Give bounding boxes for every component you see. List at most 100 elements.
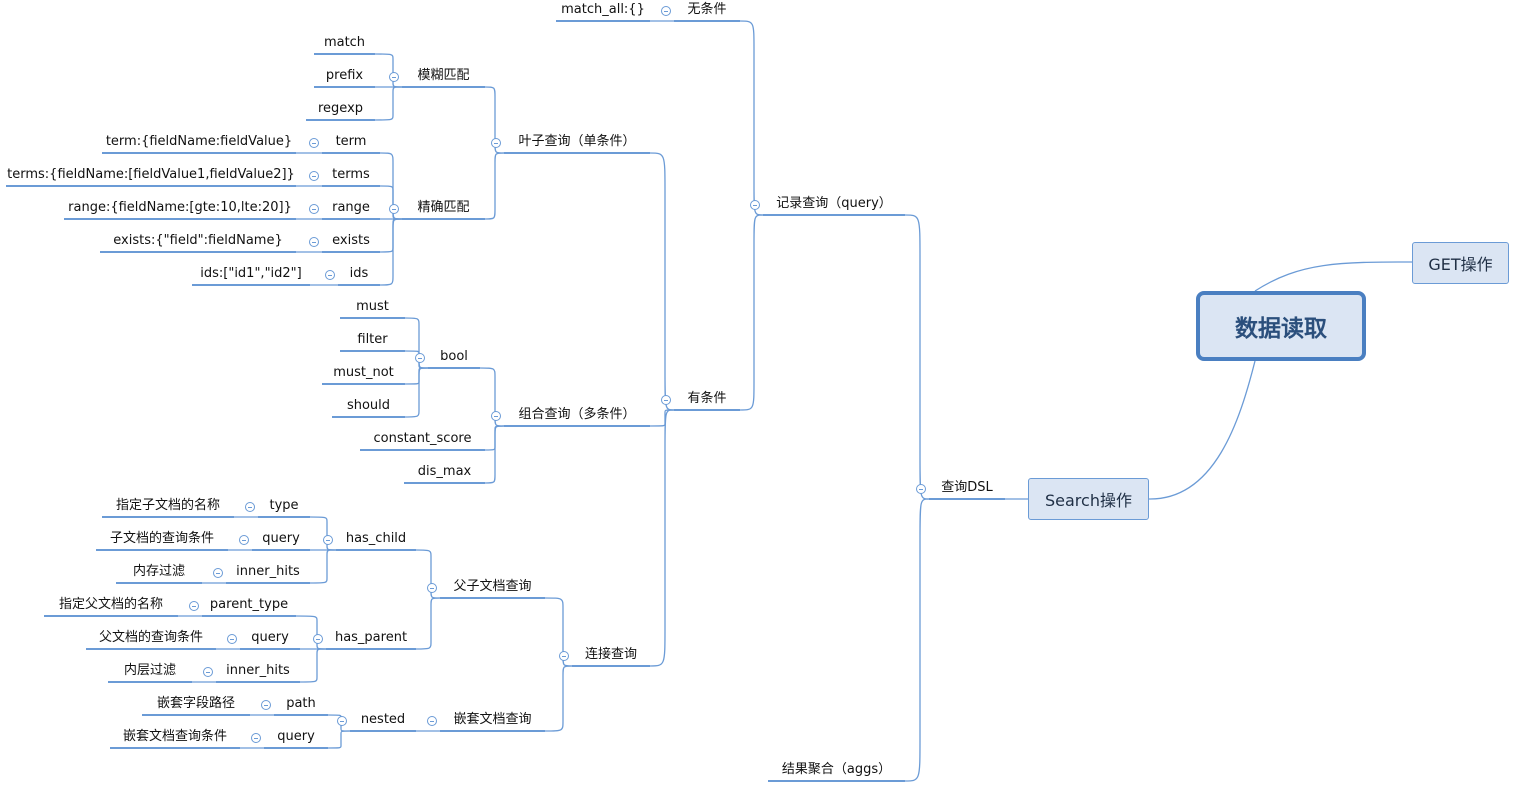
collapse-toggle-icon[interactable] [227,634,237,644]
collapse-toggle-icon[interactable] [337,716,347,726]
node-hc-query-desc[interactable]: 子文档的查询条件 [109,531,214,546]
node-prefix[interactable]: prefix [325,68,364,83]
collapse-toggle-icon[interactable] [661,6,671,16]
collapse-toggle-icon[interactable] [323,535,333,545]
node-hp-query[interactable]: query [251,630,289,645]
node-hp-query-desc[interactable]: 父文档的查询条件 [98,630,203,645]
node-n-path[interactable]: path [286,696,316,711]
node-exists-ex[interactable]: exists:{"field":fieldName} [113,233,283,248]
node-must-not[interactable]: must_not [333,365,394,380]
node-hp-parent-type[interactable]: parent_type [209,597,289,612]
get-operation-node[interactable]: GET操作 [1412,242,1509,284]
collapse-toggle-icon[interactable] [309,237,319,247]
node-terms[interactable]: terms [332,167,370,182]
node-compound-query[interactable]: 组合查询（多条件） [518,407,636,422]
collapse-toggle-icon[interactable] [239,535,249,545]
collapse-toggle-icon[interactable] [427,716,437,726]
node-nested-query[interactable]: 嵌套文档查询 [453,712,532,727]
connector [374,53,403,88]
connector [649,409,675,667]
collapse-toggle-icon[interactable] [415,353,425,363]
node-no-condition[interactable]: 无条件 [687,2,727,17]
node-constant-score[interactable]: constant_score [373,431,472,446]
connector [374,86,403,121]
node-has-parent[interactable]: has_parent [334,630,408,645]
collapse-toggle-icon[interactable] [313,634,323,644]
connector [649,409,675,427]
node-terms-ex[interactable]: terms:{fieldName:[fieldValue1,fieldValue… [7,167,295,182]
root-node[interactable]: 数据读取 [1196,291,1366,361]
connector [379,218,403,253]
node-hc-inner-hits[interactable]: inner_hits [236,564,300,579]
node-parent-child-query[interactable]: 父子文档查询 [453,579,532,594]
node-match[interactable]: match [323,35,366,50]
collapse-toggle-icon[interactable] [916,484,926,494]
node-hc-type-desc[interactable]: 指定子文档的名称 [115,498,220,513]
node-ids-ex[interactable]: ids:["id1","id2"] [200,266,302,281]
connector [649,152,675,411]
connector [484,152,505,220]
connector [544,665,573,732]
collapse-toggle-icon[interactable] [261,700,271,710]
node-range[interactable]: range [332,200,370,215]
collapse-toggle-icon[interactable] [661,395,671,405]
connector [484,425,505,484]
node-fuzzy-match[interactable]: 模糊匹配 [417,68,470,83]
node-n-path-desc[interactable]: 嵌套字段路径 [156,696,235,711]
node-term[interactable]: term [335,134,367,149]
node-range-ex[interactable]: range:{fieldName:[gte:10,lte:20]} [68,200,292,215]
collapse-toggle-icon[interactable] [203,667,213,677]
collapse-toggle-icon[interactable] [251,733,261,743]
node-match-all[interactable]: match_all:{} [561,2,645,17]
node-nested[interactable]: nested [360,712,406,727]
search-operation-node[interactable]: Search操作 [1028,478,1149,520]
node-leaf-query[interactable]: 叶子查询（单条件） [518,134,636,149]
node-n-query[interactable]: query [277,729,315,744]
collapse-toggle-icon[interactable] [309,204,319,214]
collapse-toggle-icon[interactable] [389,72,399,82]
connector [739,20,764,216]
node-hp-inner-hits[interactable]: inner_hits [226,663,290,678]
node-regexp[interactable]: regexp [317,101,364,116]
node-hp-inner-hits-desc[interactable]: 内层过滤 [123,663,176,678]
node-ids[interactable]: ids [349,266,369,281]
collapse-toggle-icon[interactable] [389,204,399,214]
node-should[interactable]: should [346,398,391,413]
node-join-query[interactable]: 连接查询 [584,647,637,662]
collapse-toggle-icon[interactable] [309,138,319,148]
node-has-child[interactable]: has_child [345,531,407,546]
collapse-toggle-icon[interactable] [213,568,223,578]
collapse-toggle-icon[interactable] [325,270,335,280]
connector [1148,360,1256,500]
collapse-toggle-icon[interactable] [189,601,199,611]
node-dis-max[interactable]: dis_max [417,464,472,479]
connector [904,498,930,782]
node-has-condition[interactable]: 有条件 [687,391,727,406]
node-n-query-desc[interactable]: 嵌套文档查询条件 [122,729,227,744]
node-aggs[interactable]: 结果聚合（aggs） [781,762,892,777]
node-bool[interactable]: bool [440,349,468,364]
collapse-toggle-icon[interactable] [309,171,319,181]
node-hc-type[interactable]: type [269,498,299,513]
node-term-ex[interactable]: term:{fieldName:fieldValue} [105,134,293,149]
collapse-toggle-icon[interactable] [427,583,437,593]
node-filter[interactable]: filter [357,332,388,347]
collapse-toggle-icon[interactable] [491,411,501,421]
collapse-toggle-icon[interactable] [491,138,501,148]
connector [404,367,429,385]
node-exists[interactable]: exists [332,233,370,248]
node-hc-inner-hits-desc[interactable]: 内存过滤 [132,564,185,579]
node-record-query[interactable]: 记录查询（query） [776,196,892,211]
node-exact-match[interactable]: 精确匹配 [417,200,470,215]
connector [379,185,403,220]
node-hp-parent-type-desc[interactable]: 指定父文档的名称 [58,597,163,612]
connector [299,648,327,683]
collapse-toggle-icon[interactable] [245,502,255,512]
node-query-dsl[interactable]: 查询DSL [941,480,993,495]
collapse-toggle-icon[interactable] [750,200,760,210]
node-hc-query[interactable]: query [262,531,300,546]
node-must[interactable]: must [356,299,389,314]
collapse-toggle-icon[interactable] [559,651,569,661]
